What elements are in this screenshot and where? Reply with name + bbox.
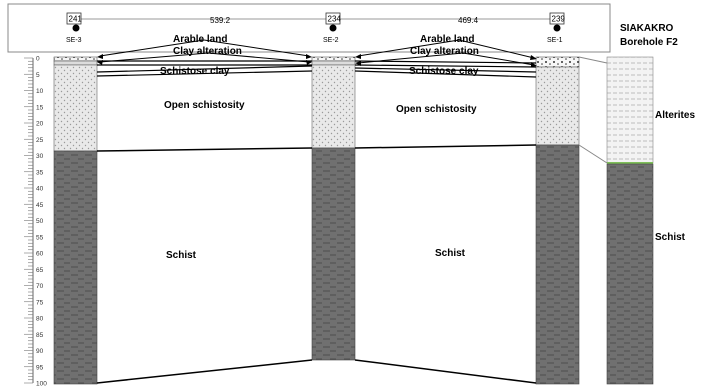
borehole-id: SE-1 [547, 37, 563, 44]
depth-tick-label: 50 [36, 218, 44, 225]
depth-tick-label: 30 [36, 153, 44, 160]
borehole-id: SE-3 [66, 37, 82, 44]
label-clay-alteration-left: Clay alteration [173, 46, 242, 57]
correlation-lines [96, 56, 608, 384]
depth-tick-label: 55 [36, 234, 44, 241]
label-open-schistosity-left: Open schistosity [164, 100, 245, 111]
depth-tick-label: 70 [36, 283, 44, 290]
depth-tick-label: 85 [36, 332, 44, 339]
clay-alteration-layer [311, 60, 356, 66]
arable-land-layer [53, 56, 98, 62]
elevation-box [325, 12, 341, 25]
open-schistosity-layer [535, 66, 580, 146]
clay-alteration-layer [53, 60, 98, 66]
borehole-marker-se2: 234 SE-2 [323, 12, 342, 44]
borehole-dot-icon [329, 24, 337, 32]
elevation-box [66, 12, 82, 25]
label-arable-land-right: Arable land [420, 34, 474, 45]
header-frame [7, 3, 611, 53]
elevation-box [549, 12, 565, 25]
borehole-dot-icon [72, 24, 80, 32]
depth-tick-label: 15 [36, 104, 44, 111]
annotation-arrows [99, 39, 535, 66]
label-schist-right: Schist [435, 248, 466, 259]
schist-layer [53, 150, 98, 385]
alterites-layer [606, 56, 654, 164]
open-schistosity-layer [311, 64, 356, 149]
depth-tick-label: 80 [36, 316, 44, 323]
distance-label-2: 469.4 [458, 16, 479, 25]
schist-layer [606, 163, 654, 385]
arrow-heads [97, 54, 537, 67]
elevation-label: 239 [552, 15, 566, 24]
depth-tick-label: 75 [36, 299, 44, 306]
arable-land-layer [535, 56, 580, 68]
depth-tick-label: 10 [36, 88, 44, 95]
depth-tick-label: 20 [36, 121, 44, 128]
elevation-label: 234 [328, 15, 342, 24]
borehole-marker-se1: 239 SE-1 [547, 12, 566, 44]
column-se3 [53, 56, 98, 385]
depth-scale: 0 5 10 15 20 25 30 35 40 45 50 55 60 65 70 75 80 85 90 95 10… [24, 56, 47, 388]
depth-tick-label: 90 [36, 348, 44, 355]
borehole-id: SE-2 [323, 37, 339, 44]
label-alterites: Alterites [655, 110, 695, 121]
column-f2 [606, 56, 654, 385]
depth-tick-label: 5 [36, 72, 40, 79]
depth-tick-label: 0 [36, 56, 40, 63]
arable-land-layer [311, 56, 356, 62]
depth-tick-label: 45 [36, 202, 44, 209]
depth-tick-label: 100 [36, 381, 47, 388]
borehole-dot-icon [553, 24, 561, 32]
distance-label-1: 539.2 [210, 16, 231, 25]
label-arable-land-left: Arable land [173, 34, 227, 45]
borehole-subtitle: Borehole F2 [620, 37, 678, 48]
elevation-label: 241 [69, 15, 83, 24]
depth-tick-label: 40 [36, 186, 44, 193]
open-schistosity-layer [53, 64, 98, 152]
label-schist-left: Schist [166, 250, 197, 261]
label-schistose-clay-left: Schistose clay [160, 66, 230, 77]
label-clay-alteration-right: Clay alteration [410, 46, 479, 57]
schist-layer [535, 144, 580, 385]
depth-tick-label: 95 [36, 364, 44, 371]
depth-tick-label: 60 [36, 251, 44, 258]
schist-layer [311, 147, 356, 361]
depth-tick-label: 25 [36, 137, 44, 144]
location-title: SIAKAKRO [620, 23, 674, 34]
depth-tick-label: 65 [36, 267, 44, 274]
column-se1 [535, 56, 580, 385]
label-schistose-clay-right: Schistose clay [409, 66, 479, 77]
borehole-marker-se3: 241 SE-3 [66, 12, 83, 44]
depth-tick-label: 35 [36, 169, 44, 176]
label-schist-f2: Schist [655, 232, 686, 243]
column-se2 [311, 56, 356, 361]
label-open-schistosity-right: Open schistosity [396, 104, 477, 115]
